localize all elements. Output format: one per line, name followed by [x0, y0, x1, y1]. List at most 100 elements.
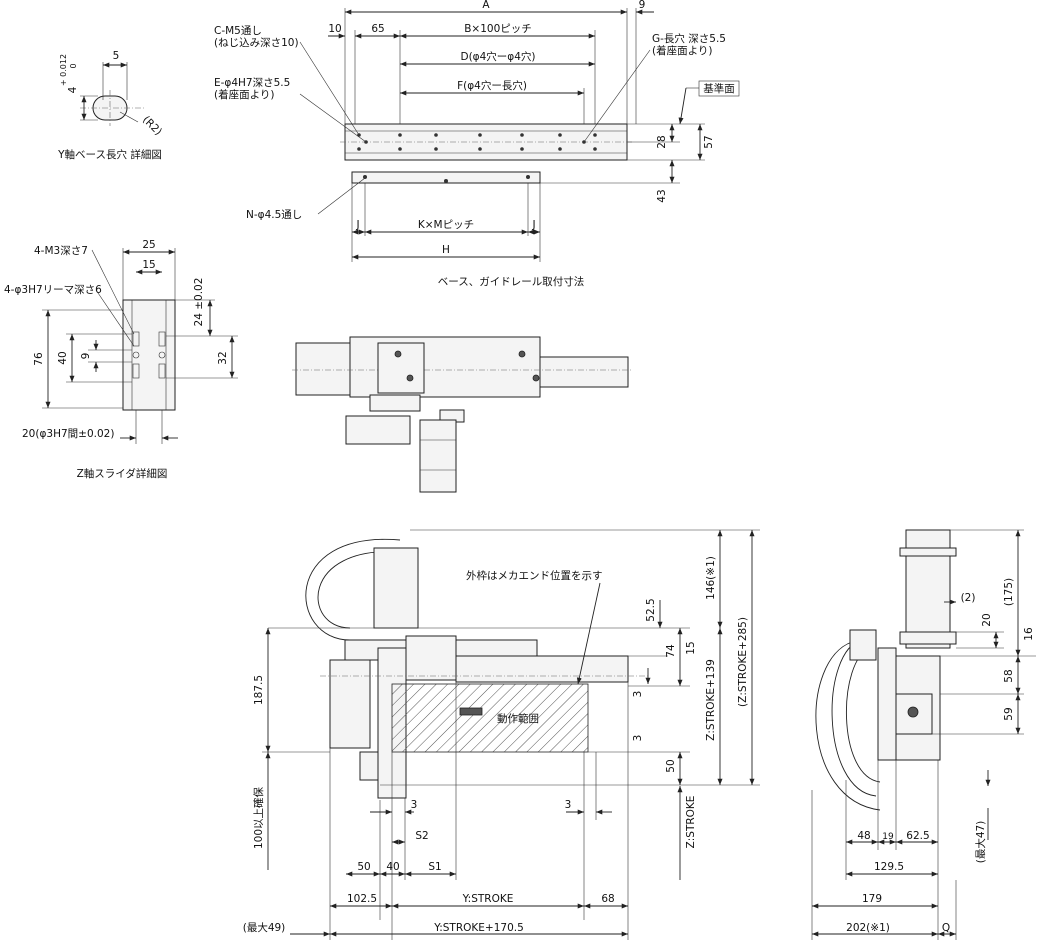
label-m3: 4-M3深さ7 — [34, 245, 88, 257]
dim-10: 10 — [328, 23, 341, 35]
slider-plate — [122, 299, 176, 411]
dim-km: K×Mピッチ — [418, 219, 474, 231]
base-mounting-drawing: A 9 10 65 B×100ピッチ D(φ4穴ーφ4穴) F(φ4穴ー長穴) … — [214, 0, 740, 288]
dim-43: 43 — [656, 189, 668, 202]
dim-129-5: 129.5 — [874, 861, 904, 873]
side-bolt — [907, 706, 919, 718]
dim-5: 5 — [113, 50, 120, 62]
dim-3: 3 — [632, 691, 644, 698]
cable-carrier-head — [345, 415, 411, 445]
dim-d: D(φ4穴ーφ4穴) — [461, 50, 536, 63]
cable-loop-inner — [317, 551, 401, 629]
dim-2: (2) — [961, 592, 976, 604]
dim-y170: Y:STROKE+170.5 — [433, 922, 524, 934]
dim-50: 50 — [665, 759, 677, 772]
y-axis-arm — [455, 655, 629, 683]
label-range: 動作範囲 — [497, 712, 539, 725]
label-ref-surface: 基準面 — [703, 82, 735, 95]
ref-surface-box — [698, 80, 740, 97]
label-e1: E-φ4H7深さ5.5 — [214, 77, 290, 89]
top-view-drawing: 3 — [292, 336, 632, 493]
leader-ref — [678, 87, 687, 125]
dim-z139: Z:STROKE+139 — [705, 659, 717, 741]
z-motor-flange — [899, 631, 957, 645]
dim-187-5: 187.5 — [253, 675, 265, 705]
dim-a: A — [482, 0, 490, 11]
leader-c — [299, 41, 360, 136]
dim-74: 74 — [665, 644, 677, 658]
leader-line — [119, 111, 139, 123]
leader-n — [317, 177, 366, 215]
label-g1: G-長穴 深さ5.5 — [652, 32, 726, 45]
dim-24: 24 ±0.02 — [193, 278, 205, 327]
dim-zstroke: Z:STROKE — [685, 796, 697, 849]
dim-z285: (Z:STROKE+285) — [737, 617, 749, 707]
label-frame: 外枠はメカエンド位置を示す — [466, 569, 603, 582]
hole — [132, 351, 140, 359]
dim-52-5: 52.5 — [645, 598, 657, 621]
dim-59: 59 — [1003, 707, 1015, 720]
leader-frame — [576, 582, 601, 685]
cable-loop-outer — [305, 538, 401, 641]
y-base-slot-detail: 5 4 + 0.012 0 (R2) Y軸ベース長穴 詳細図 — [57, 50, 164, 161]
dim-q: Q — [942, 922, 950, 934]
dim-48: 48 — [857, 830, 870, 842]
carriage — [377, 342, 425, 394]
label-n: N-φ4.5通し — [246, 209, 302, 221]
dim-62-5: 62.5 — [906, 830, 929, 842]
dim-r2: (R2) — [140, 114, 164, 138]
side-cable-head — [849, 629, 877, 661]
tolerance: + 0.012 — [59, 54, 68, 86]
dim-h: H — [442, 244, 450, 256]
motor-left — [329, 659, 371, 749]
dim-146: 146(※1) — [705, 556, 717, 600]
dim-40: 40 — [386, 861, 399, 873]
label-c1: C-M5通し — [214, 25, 262, 37]
y-axis-section — [877, 647, 897, 761]
dim-max47: (最大47) — [974, 821, 987, 864]
dim-76: 76 — [33, 352, 45, 366]
side-cable-outer2 — [815, 641, 881, 811]
label-c2: (ねじ込み深さ10) — [214, 37, 299, 49]
label-100: 100以上確保 — [252, 786, 265, 849]
z-slider-detail: 25 15 4-M3深さ7 4-φ3H7リーマ深さ6 76 40 9 24 ±0… — [4, 239, 238, 480]
dim-65: 65 — [371, 23, 384, 35]
dim-b: B×100ピッチ — [464, 23, 532, 35]
label-e2: (着座面より) — [214, 88, 274, 101]
leader-reamer — [95, 289, 135, 347]
operating-range — [391, 683, 589, 753]
cable-connector — [459, 707, 483, 716]
leader-g — [583, 49, 651, 143]
dim-58: 58 — [1003, 669, 1015, 682]
slider-holes — [132, 331, 166, 379]
dim-50b: 50 — [357, 861, 370, 873]
z-axis-body — [419, 419, 457, 493]
front-view-drawing: 動作範囲 外枠はメカエンド位置を示す 52.5 74 15 3 3 50 146… — [243, 529, 760, 940]
label-g2: (着座面より) — [652, 44, 712, 57]
y-axis-motor — [539, 356, 629, 388]
connector-block — [359, 751, 379, 781]
caption-base: ベース、ガイドレール取付寸法 — [438, 275, 584, 288]
z-motor-flange — [899, 547, 957, 557]
hole — [158, 331, 166, 347]
dim-4: 4 — [67, 86, 79, 93]
dim-179: 179 — [862, 893, 882, 905]
dim-19: 19 — [882, 832, 894, 842]
z-axis-upper — [373, 547, 419, 629]
side-cable-outer — [831, 639, 877, 797]
dim-57: 57 — [703, 135, 715, 148]
leader-e — [299, 93, 367, 143]
dim-3b: 3 — [632, 735, 644, 742]
dim-j-left: J — [355, 219, 359, 231]
z-bracket — [369, 394, 421, 412]
dim-68: 68 — [601, 893, 614, 905]
dim-ystroke: Y:STROKE — [462, 893, 514, 905]
y-carriage — [405, 635, 457, 681]
side-view-drawing: (2) 20 (175) 16 58 59 48 19 62.5 129.5 1… — [811, 529, 1036, 940]
label-reamer: 4-φ3H7リーマ深さ6 — [4, 284, 102, 296]
dim-16: 16 — [1023, 627, 1035, 641]
leader-m3 — [91, 249, 135, 335]
dim-3d: 3 — [565, 799, 572, 811]
side-cable-inner — [846, 647, 881, 783]
